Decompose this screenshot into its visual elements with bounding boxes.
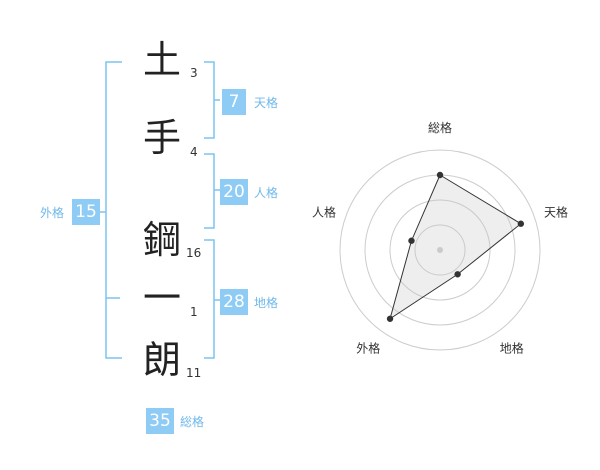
stroke-count-5: 11 <box>186 366 202 380</box>
radar-axis-label-1: 総格 <box>428 120 452 135</box>
name-char-2: 手 <box>142 116 181 160</box>
stroke-count-1: 3 <box>190 66 198 80</box>
tenkaku-value: 7 <box>222 89 246 115</box>
name-char-3: 鋼 <box>142 218 181 262</box>
radar-point-4 <box>386 315 394 322</box>
radar-series-polygon <box>389 174 522 320</box>
name-char-5: 朗 <box>142 338 181 382</box>
radar-ring-1 <box>414 224 466 276</box>
radar-point-1 <box>436 171 444 179</box>
jinkaku-value: 20 <box>220 179 248 205</box>
radar-center <box>437 247 443 253</box>
chikaku-bracket <box>204 239 215 359</box>
radar-axis-label-5: 人格 <box>312 204 336 219</box>
radar-point-2 <box>517 220 525 227</box>
gaikaku-bracket <box>105 61 122 359</box>
gaikaku-label: 外格 <box>40 206 65 220</box>
radar-axis-label-4: 外格 <box>356 341 380 356</box>
stroke-count-3: 16 <box>186 246 202 260</box>
radar-axis-label-3: 地格 <box>500 341 524 356</box>
stroke-count-4: 1 <box>190 305 198 319</box>
gaikaku-value: 15 <box>72 199 100 225</box>
radar-ring-2 <box>389 199 491 301</box>
radar-point-3 <box>454 271 461 278</box>
jinkaku-bracket <box>204 153 215 229</box>
stroke-count-2: 4 <box>190 145 198 159</box>
name-char-1: 土 <box>142 38 181 82</box>
radar-point-5 <box>408 237 415 244</box>
soukaku-label: 総格 <box>180 415 205 429</box>
tenkaku-label: 天格 <box>254 96 279 110</box>
name-char-4: 一 <box>142 276 181 320</box>
radar-axis-label-2: 天格 <box>544 204 568 219</box>
chikaku-value: 28 <box>220 289 248 315</box>
radar-ring-4 <box>339 149 541 351</box>
jinkaku-label: 人格 <box>254 186 279 200</box>
chikaku-label: 地格 <box>254 296 279 310</box>
soukaku-value: 35 <box>146 408 174 434</box>
